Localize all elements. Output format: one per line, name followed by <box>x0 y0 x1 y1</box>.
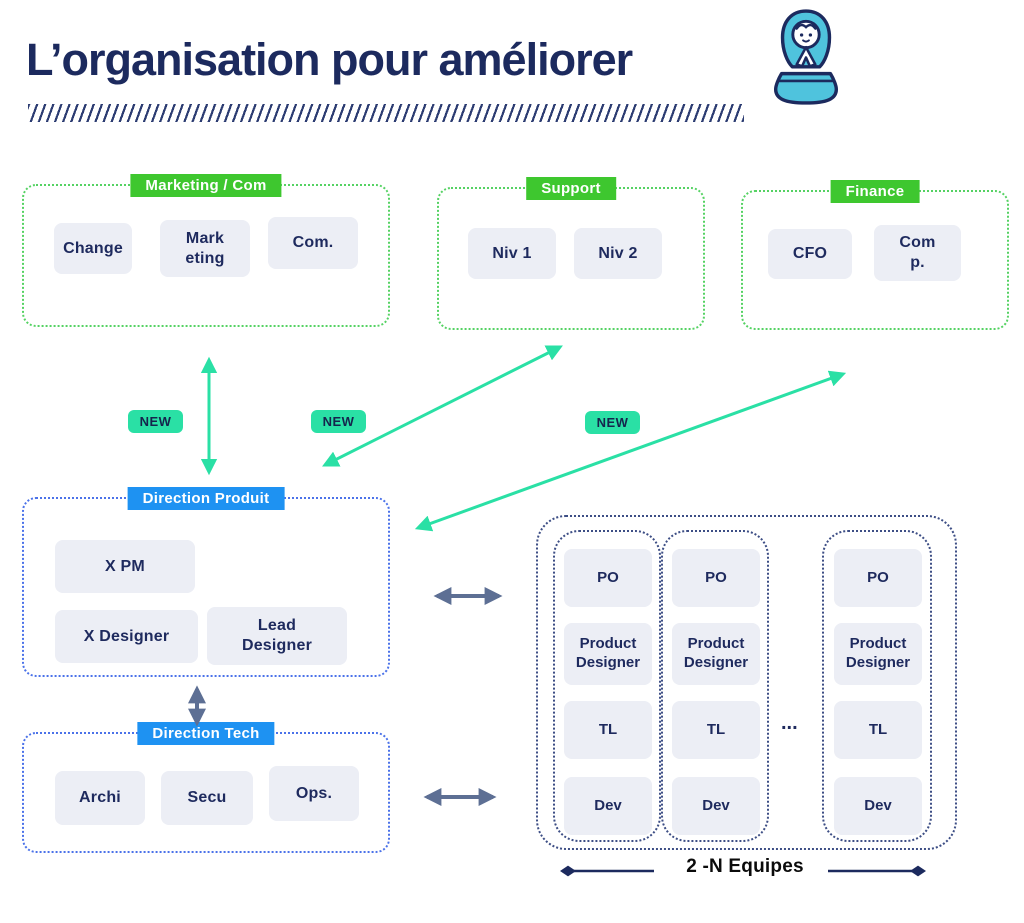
teams-container: PO Product Designer TL Dev PO Product De… <box>536 515 957 850</box>
group-support-header: Support <box>526 177 616 200</box>
group-direction-produit: Direction Produit X PM X Designer Lead D… <box>22 487 390 677</box>
arrow-produit-support <box>322 345 563 467</box>
member-lead-designer: Lead Designer <box>207 607 347 665</box>
member-change: Change <box>54 223 132 274</box>
group-direction-produit-header: Direction Produit <box>127 487 285 510</box>
member-x-pm: X PM <box>55 540 195 593</box>
matryoshka-icon <box>762 8 850 106</box>
member-product-designer: Product Designer <box>672 623 760 685</box>
member-po: PO <box>834 549 922 607</box>
member-dev: Dev <box>672 777 760 835</box>
group-marketing-com-header: Marketing / Com <box>130 174 282 197</box>
member-comp: Com p. <box>874 225 961 281</box>
member-niv2: Niv 2 <box>574 228 662 279</box>
member-product-designer: Product Designer <box>834 623 922 685</box>
member-x-designer: X Designer <box>55 610 198 663</box>
member-tl: TL <box>834 701 922 759</box>
hatch-decoration <box>28 104 744 122</box>
group-finance-header: Finance <box>830 180 920 203</box>
group-direction-tech-header: Direction Tech <box>137 722 275 745</box>
new-badge-3: NEW <box>585 411 640 434</box>
member-cfo: CFO <box>768 229 852 279</box>
group-support: Support Niv 1 Niv 2 <box>437 177 705 330</box>
equipes-label: 2 -N Equipes <box>686 856 804 877</box>
member-niv1: Niv 1 <box>468 228 556 279</box>
new-badge-2: NEW <box>311 410 366 433</box>
new-badge-1: NEW <box>128 410 183 433</box>
member-po: PO <box>564 549 652 607</box>
group-direction-tech: Direction Tech Archi Secu Ops. <box>22 722 390 853</box>
member-tl: TL <box>672 701 760 759</box>
member-dev: Dev <box>834 777 922 835</box>
group-marketing-com: Marketing / Com Change Mark eting Com. <box>22 174 390 327</box>
page-title: L’organisation pour améliorer <box>26 34 633 85</box>
teams-ellipsis: ... <box>781 712 798 734</box>
member-po: PO <box>672 549 760 607</box>
member-com: Com. <box>268 217 358 269</box>
arrow-produit-finance <box>414 370 847 532</box>
member-marketing: Mark eting <box>160 220 250 277</box>
member-secu: Secu <box>161 771 253 825</box>
team-column-n: PO Product Designer TL Dev <box>822 530 932 842</box>
team-column-1: PO Product Designer TL Dev <box>553 530 661 842</box>
member-dev: Dev <box>564 777 652 835</box>
member-tl: TL <box>564 701 652 759</box>
group-finance: Finance CFO Com p. <box>741 180 1009 330</box>
member-archi: Archi <box>55 771 145 825</box>
team-column-2: PO Product Designer TL Dev <box>661 530 769 842</box>
member-product-designer: Product Designer <box>564 623 652 685</box>
member-ops: Ops. <box>269 766 359 821</box>
